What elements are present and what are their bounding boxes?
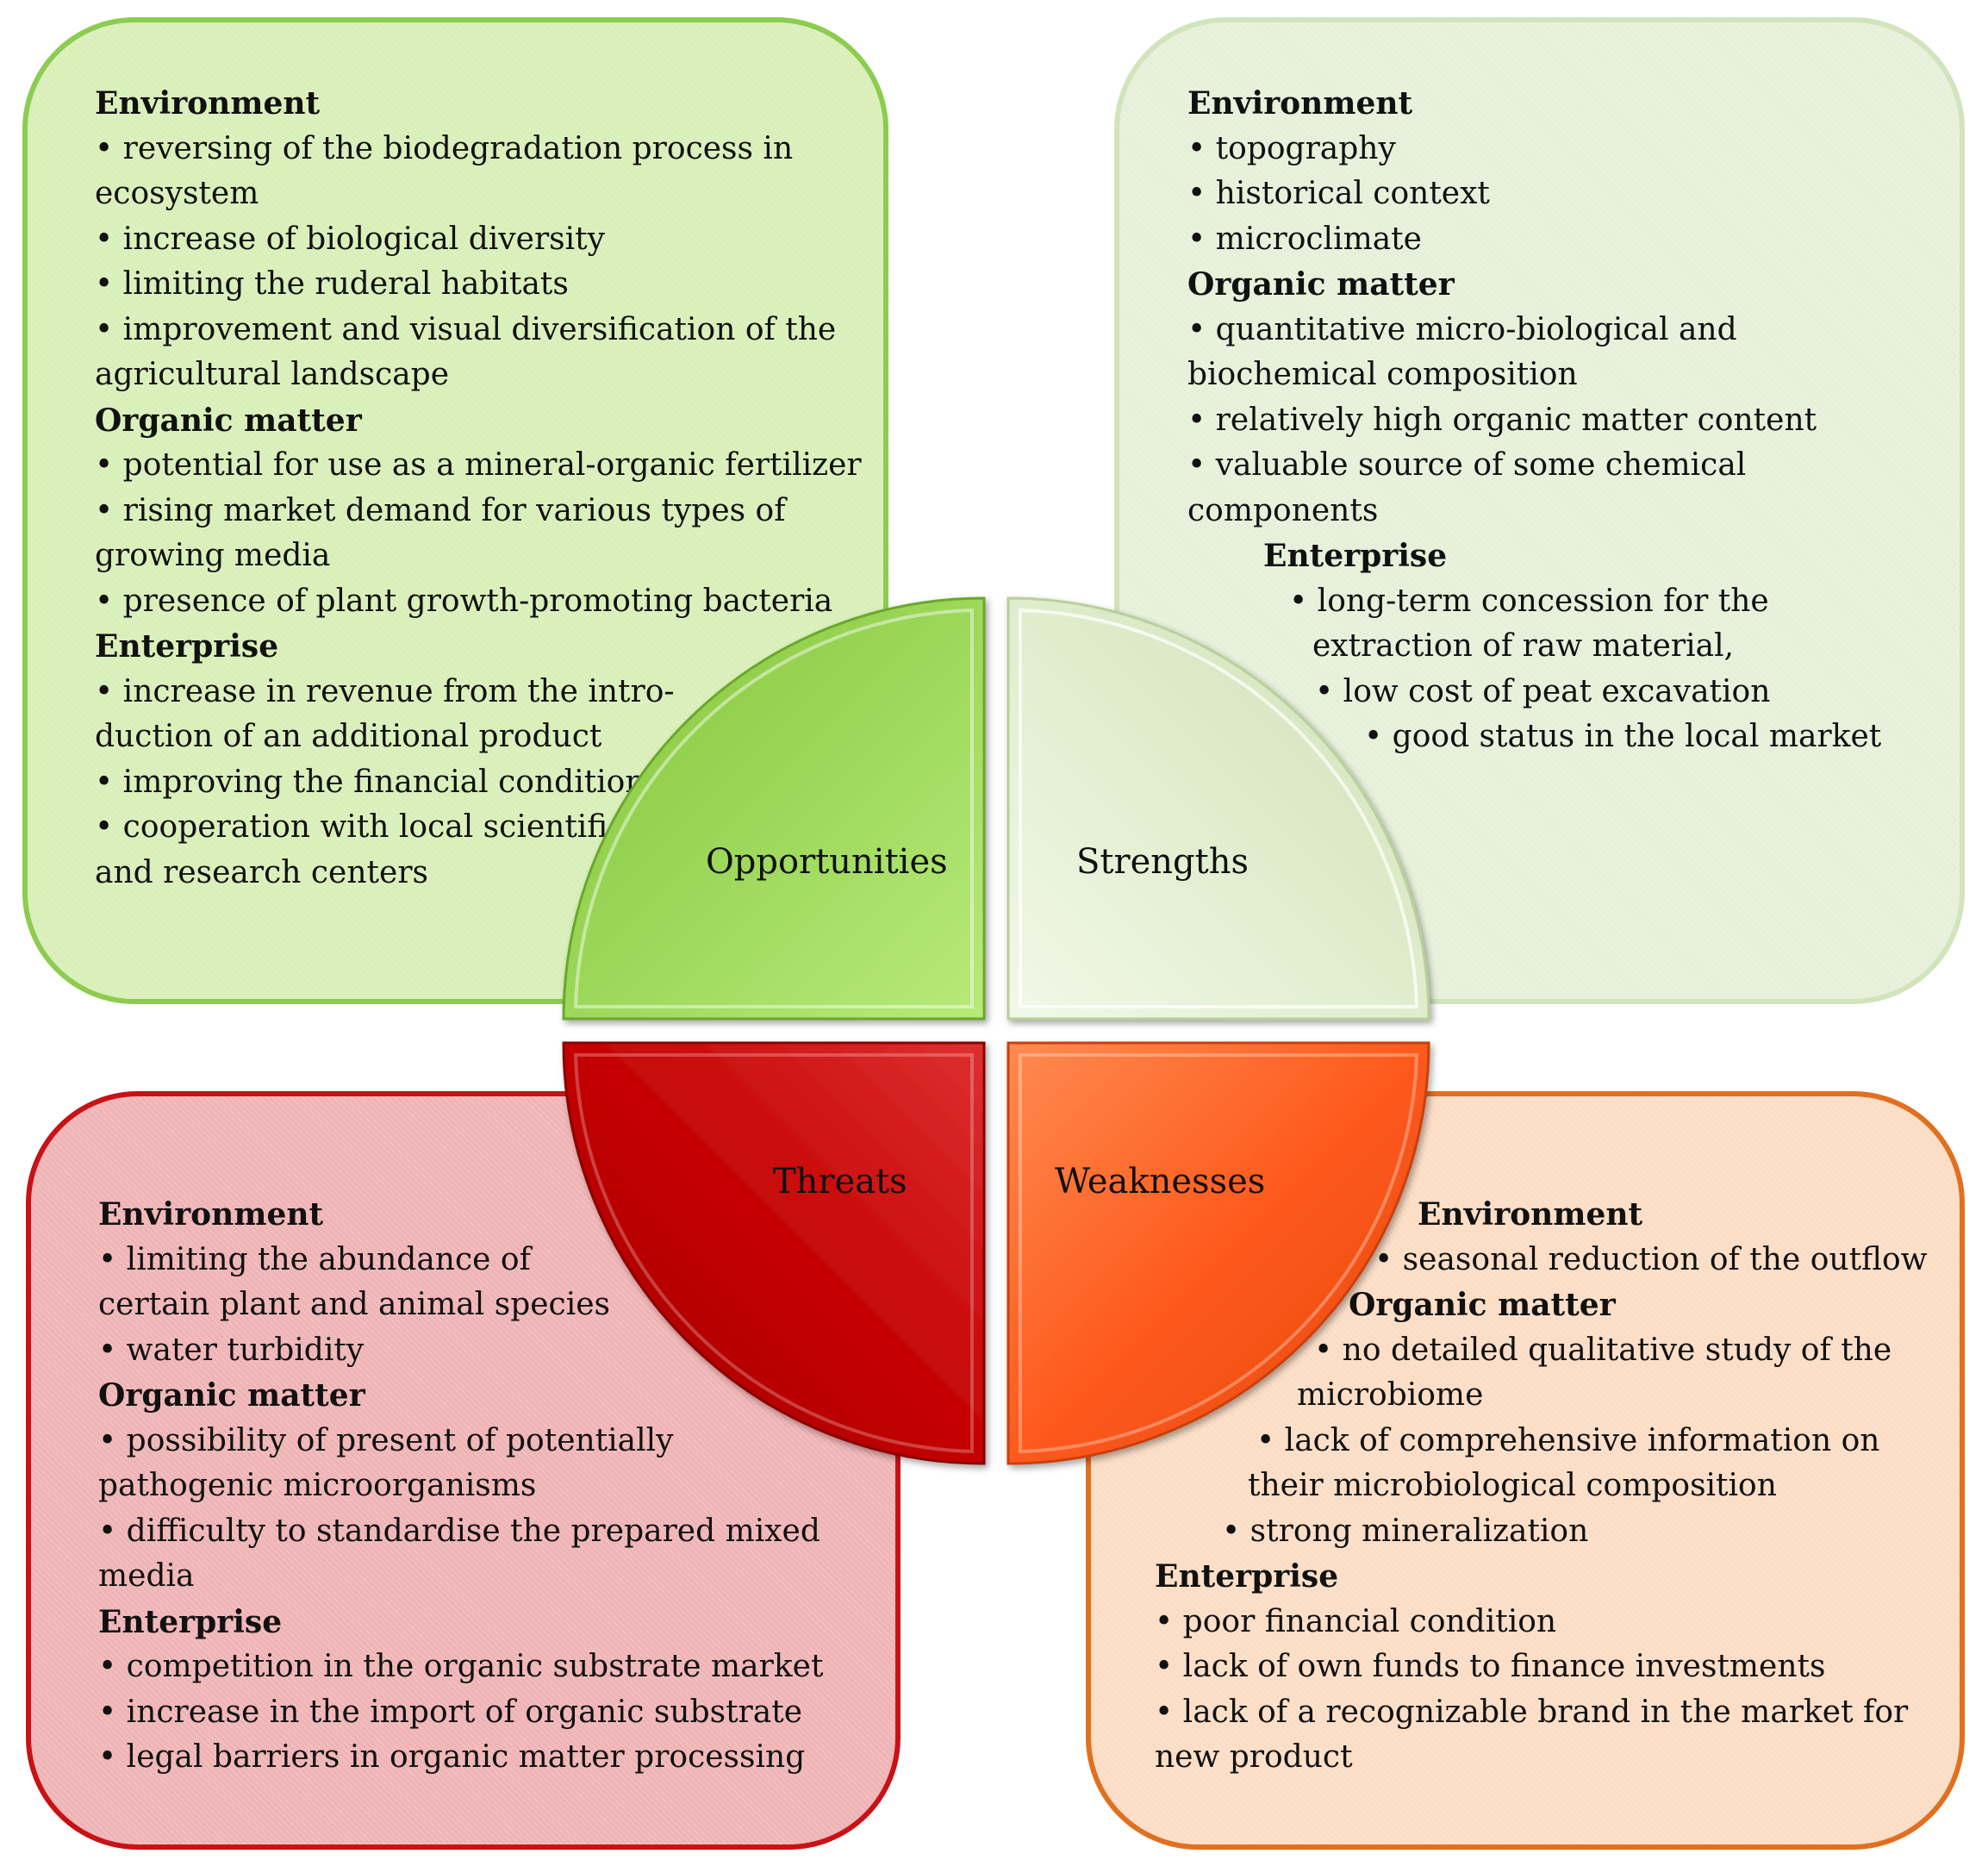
bullet-line: • limiting the ruderal habitats bbox=[95, 266, 569, 302]
bullet-line: • relatively high organic matter content bbox=[1187, 402, 1817, 438]
section-heading: Environment bbox=[1187, 85, 1413, 122]
bullet-line: • legal barriers in organic matter proce… bbox=[98, 1739, 806, 1775]
strengths-text: Environment • topography • historical cont… bbox=[1187, 81, 1881, 760]
opportunities-text: Environment • reversing of the biodegrada… bbox=[95, 81, 862, 896]
bullet-line: • improving the financial condition bbox=[95, 764, 645, 800]
bullet-line: certain plant and animal species bbox=[98, 1287, 610, 1322]
bullet-line: agricultural landscape bbox=[95, 357, 450, 392]
bullet-line: • possibility of present of potentially bbox=[98, 1422, 674, 1458]
bullet-line: ecosystem bbox=[95, 176, 259, 211]
bullet-line: • cooperation with local scientific bbox=[95, 809, 626, 845]
bullet-line: • quantitative micro-biological and bbox=[1187, 311, 1737, 347]
bullet-line: their microbiological composition bbox=[1248, 1468, 1777, 1503]
bullet-line: extraction of raw material, bbox=[1312, 628, 1735, 664]
bullet-line: and research centers bbox=[95, 854, 428, 890]
bullet-line: • limiting the abundance of bbox=[98, 1241, 531, 1277]
bullet-line: • lack of comprehensive information on bbox=[1256, 1422, 1880, 1458]
section-heading: Organic matter bbox=[95, 402, 362, 439]
bullet-line: • low cost of peat excavation bbox=[1315, 673, 1771, 709]
bullet-line: • good status in the local market bbox=[1364, 719, 1882, 754]
bullet-line: microbiome bbox=[1297, 1377, 1484, 1413]
bullet-line: • strong mineralization bbox=[1222, 1513, 1589, 1549]
section-heading: Organic matter bbox=[98, 1377, 365, 1414]
threats-label: Threats bbox=[773, 1162, 907, 1202]
bullet-line: • lack of a recognizable brand in the ma… bbox=[1155, 1694, 1909, 1730]
threats-text: Environment • limiting the abundance of ce… bbox=[98, 1192, 823, 1781]
strengths-label: Strengths bbox=[1076, 842, 1249, 882]
section-heading: Environment bbox=[98, 1196, 324, 1233]
bullet-line: • lack of own funds to finance investmen… bbox=[1155, 1649, 1826, 1684]
opportunities-label: Opportunities bbox=[706, 842, 948, 882]
weaknesses-label: Weaknesses bbox=[1055, 1162, 1266, 1202]
section-heading: Environment bbox=[1418, 1196, 1643, 1233]
bullet-line: • increase in the import of organic subs… bbox=[98, 1694, 802, 1730]
bullet-line: duction of an additional product bbox=[95, 719, 602, 754]
weaknesses-text: Environment • seasonal reduction of the o… bbox=[1155, 1192, 1928, 1781]
section-heading: Enterprise bbox=[95, 628, 279, 665]
bullet-line: • historical context bbox=[1187, 176, 1490, 211]
bullet-line: • rising market demand for various types… bbox=[95, 492, 786, 528]
section-heading: Organic matter bbox=[1349, 1287, 1616, 1323]
bullet-line: • water turbidity bbox=[98, 1332, 365, 1368]
bullet-line: pathogenic microorganisms bbox=[98, 1468, 537, 1503]
bullet-line: media bbox=[98, 1558, 195, 1594]
bullet-line: • topography bbox=[1187, 130, 1396, 166]
bullet-line: components bbox=[1187, 492, 1379, 528]
bullet-line: growing media bbox=[95, 538, 331, 573]
bullet-line: • long-term concession for the bbox=[1289, 583, 1769, 619]
section-heading: Enterprise bbox=[1155, 1558, 1339, 1595]
section-heading: Organic matter bbox=[1187, 266, 1455, 303]
section-heading: Enterprise bbox=[1263, 538, 1448, 574]
threats-panel bbox=[26, 1091, 901, 1850]
bullet-line: biochemical composition bbox=[1187, 357, 1578, 392]
bullet-line: • potential for use as a mineral-organic… bbox=[95, 447, 862, 483]
bullet-line: • seasonal reduction of the outflow bbox=[1374, 1241, 1928, 1277]
bullet-line: new product bbox=[1155, 1739, 1353, 1775]
bullet-line: • no detailed qualitative study of the bbox=[1314, 1332, 1892, 1368]
bullet-line: • competition in the organic substrate m… bbox=[98, 1649, 824, 1684]
bullet-line: • improvement and visual diversification… bbox=[95, 311, 837, 347]
bullet-line: • presence of plant growth-promoting bac… bbox=[95, 583, 833, 619]
bullet-line: • valuable source of some chemical bbox=[1187, 447, 1747, 483]
section-heading: Environment bbox=[95, 85, 321, 122]
opportunities-panel bbox=[22, 17, 888, 1004]
bullet-line: • increase of biological diversity bbox=[95, 221, 605, 257]
weaknesses-panel bbox=[1086, 1091, 1965, 1850]
bullet-line: • reversing of the biodegradation proces… bbox=[95, 130, 794, 166]
section-heading: Enterprise bbox=[98, 1603, 283, 1640]
bullet-line: • difficulty to standardise the prepared… bbox=[98, 1513, 820, 1549]
bullet-line: • poor financial condition bbox=[1155, 1603, 1557, 1639]
bullet-line: • microclimate bbox=[1187, 221, 1422, 257]
bullet-line: • increase in revenue from the intro- bbox=[95, 673, 675, 709]
